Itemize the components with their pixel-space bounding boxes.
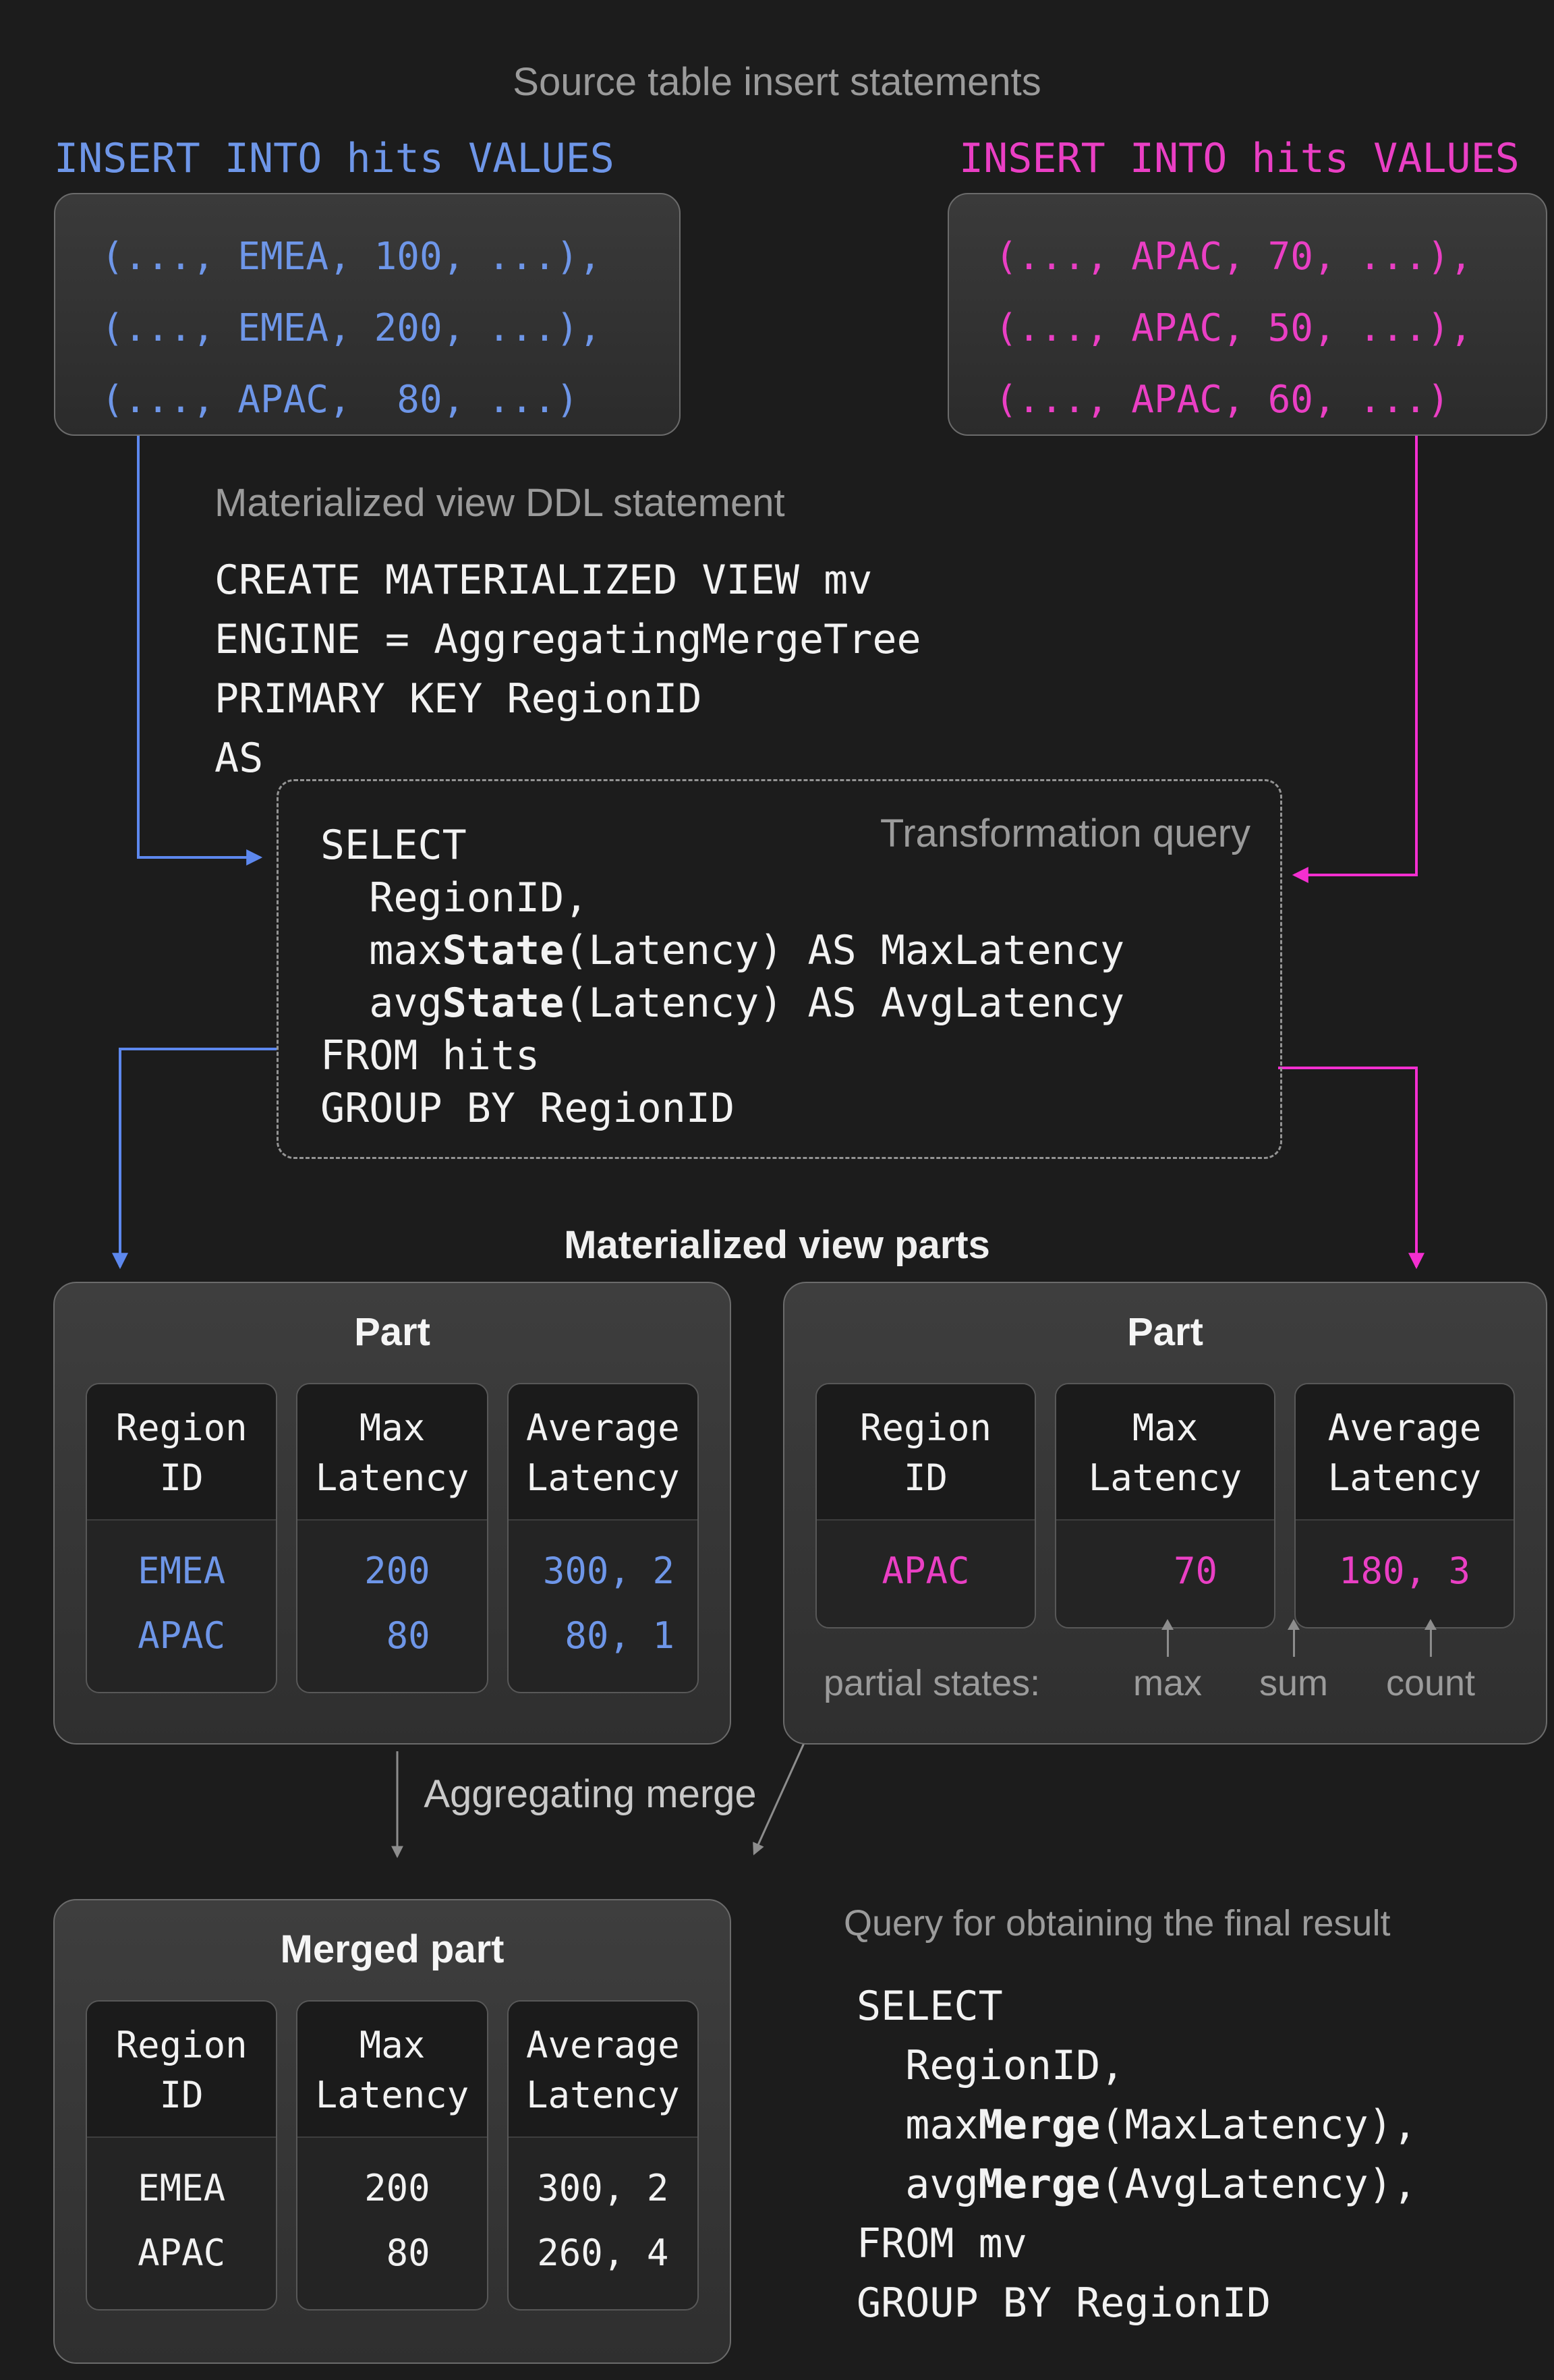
partial-state-max: max <box>1133 1623 1202 1704</box>
code-line: avgMerge(AvgLatency), <box>857 2155 1417 2214</box>
up-arrow-icon <box>1292 1623 1294 1657</box>
column-header: MaxLatency <box>297 1384 486 1521</box>
column-header: AverageLatency <box>1296 1384 1514 1521</box>
column-card: AverageLatency300, 280, 1 <box>507 1383 699 1693</box>
column-header: RegionID <box>87 2002 276 2138</box>
merged-part-box: Merged part RegionIDEMEAAPACMaxLatency20… <box>53 1899 731 2364</box>
column-header: RegionID <box>87 1384 276 1521</box>
cell-value: 300, 2 <box>509 2155 697 2220</box>
column-values: 300, 2260, 4 <box>509 2138 697 2309</box>
cell-value: APAC <box>87 1603 276 1668</box>
code-line: ENGINE = AggregatingMergeTree <box>214 610 921 669</box>
merged-part-columns: RegionIDEMEAAPACMaxLatency20080AverageLa… <box>86 2000 699 2311</box>
arrow-part-right-to-merged <box>754 1743 804 1854</box>
code-line: (..., APAC, 50, ...), <box>995 293 1546 364</box>
column-values: APAC <box>817 1521 1035 1627</box>
code-line: (..., APAC, 70, ...), <box>995 221 1546 293</box>
partial-states-label: partial states: <box>824 1662 1040 1704</box>
part-columns: RegionID APAC MaxLatency 70 AverageLatency 18… <box>815 1383 1515 1628</box>
merged-part-title: Merged part <box>55 1926 730 1973</box>
part-title: Part <box>784 1309 1546 1356</box>
ddl-code: CREATE MATERIALIZED VIEW mvENGINE = Aggr… <box>214 550 921 788</box>
column-values: 20080 <box>297 2138 486 2309</box>
cell-value: 80 <box>297 2220 486 2285</box>
code-line: (..., EMEA, 200, ...), <box>101 293 679 364</box>
up-arrow-icon <box>1166 1623 1168 1657</box>
arrow-insert-right-to-query <box>1294 436 1416 875</box>
code-line: RegionID, <box>320 872 1280 924</box>
code-line: maxState(Latency) AS MaxLatency <box>320 924 1280 977</box>
code-line: FROM mv <box>857 2214 1417 2273</box>
transformation-label: Transformation query <box>880 811 1250 856</box>
aggregating-merge-label: Aggregating merge <box>424 1772 756 1817</box>
cell-value: 200 <box>297 2155 486 2220</box>
column-values: 70 <box>1056 1521 1274 1627</box>
cell-value: 80, 1 <box>509 1603 697 1668</box>
code-line: SELECT <box>857 1977 1417 2036</box>
code-line: (..., EMEA, 100, ...), <box>101 221 679 293</box>
code-line: FROM hits <box>320 1029 1280 1082</box>
column-header: MaxLatency <box>297 2002 486 2138</box>
cell-value: EMEA <box>87 1538 276 1603</box>
insert-right-code: (..., APAC, 70, ...),(..., APAC, 50, ...… <box>949 194 1546 436</box>
part-columns: RegionIDEMEAAPACMaxLatency20080AverageLa… <box>86 1383 699 1693</box>
column-values: 300, 280, 1 <box>509 1521 697 1692</box>
column-card: AverageLatency300, 2260, 4 <box>507 2000 699 2311</box>
insert-left-label: INSERT INTO hits VALUES <box>54 135 614 182</box>
column-header: AverageLatency <box>509 1384 697 1521</box>
cell-value: 300, 2 <box>509 1538 697 1603</box>
final-query-label: Query for obtaining the final result <box>844 1902 1390 1944</box>
cell-value: APAC <box>87 2220 276 2285</box>
final-query-code: SELECT RegionID, maxMerge(MaxLatency), a… <box>857 1977 1417 2333</box>
cell-value: EMEA <box>87 2155 276 2220</box>
parts-section-title: Materialized view parts <box>0 1222 1554 1268</box>
column-card: RegionID APAC <box>815 1383 1036 1628</box>
code-line: PRIMARY KEY RegionID <box>214 669 921 729</box>
column-card: RegionIDEMEAAPAC <box>86 1383 277 1693</box>
column-card: MaxLatency20080 <box>296 1383 488 1693</box>
source-section-title: Source table insert statements <box>0 59 1554 105</box>
code-line: GROUP BY RegionID <box>857 2273 1417 2333</box>
code-line: CREATE MATERIALIZED VIEW mv <box>214 550 921 610</box>
code-line: maxMerge(MaxLatency), <box>857 2095 1417 2155</box>
insert-left-code: (..., EMEA, 100, ...),(..., EMEA, 200, .… <box>55 194 679 436</box>
cell-value: 180, 3 <box>1296 1538 1514 1603</box>
column-card: MaxLatency20080 <box>296 2000 488 2311</box>
part-box-right: Part RegionID APAC MaxLatency 70 AverageLate… <box>783 1282 1547 1745</box>
insert-right-label: INSERT INTO hits VALUES <box>959 135 1520 182</box>
cell-value: 260, 4 <box>509 2220 697 2285</box>
up-arrow-icon <box>1429 1623 1431 1657</box>
column-values: 20080 <box>297 1521 486 1692</box>
partial-state-sum: sum <box>1259 1623 1328 1704</box>
column-values: EMEAAPAC <box>87 2138 276 2309</box>
code-line: GROUP BY RegionID <box>320 1082 1280 1135</box>
code-line: avgState(Latency) AS AvgLatency <box>320 977 1280 1029</box>
partial-state-count: count <box>1386 1623 1475 1704</box>
column-values: EMEAAPAC <box>87 1521 276 1692</box>
column-card: AverageLatency 180, 3 <box>1294 1383 1515 1628</box>
ddl-section-title: Materialized view DDL statement <box>214 480 785 526</box>
code-line: RegionID, <box>857 2036 1417 2095</box>
cell-value: 80 <box>297 1603 486 1668</box>
column-header: MaxLatency <box>1056 1384 1274 1521</box>
column-card: RegionIDEMEAAPAC <box>86 2000 277 2311</box>
column-header: RegionID <box>817 1384 1035 1521</box>
part-title: Part <box>55 1309 730 1356</box>
cell-value: 70 <box>1056 1538 1274 1603</box>
column-values: 180, 3 <box>1296 1521 1514 1627</box>
code-line: (..., APAC, 60, ...) <box>995 364 1546 436</box>
insert-box-left: (..., EMEA, 100, ...),(..., EMEA, 200, .… <box>54 193 681 436</box>
code-line: (..., APAC, 80, ...) <box>101 364 679 436</box>
cell-value: APAC <box>817 1538 1035 1603</box>
insert-box-right: (..., APAC, 70, ...),(..., APAC, 50, ...… <box>948 193 1547 436</box>
part-box-left: Part RegionIDEMEAAPACMaxLatency20080Aver… <box>53 1282 731 1745</box>
column-header: AverageLatency <box>509 2002 697 2138</box>
column-card: MaxLatency 70 <box>1055 1383 1275 1628</box>
cell-value: 200 <box>297 1538 486 1603</box>
transformation-query-box: Transformation query SELECT RegionID, ma… <box>277 779 1282 1159</box>
